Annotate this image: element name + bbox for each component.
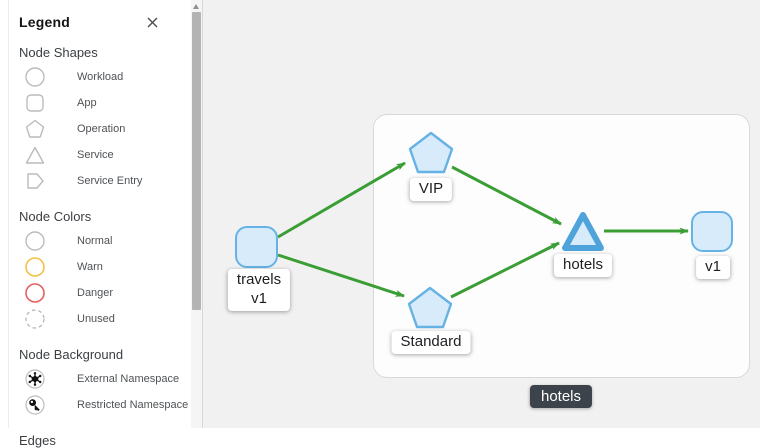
- legend-item-workload: Workload: [19, 64, 190, 90]
- legend-item-unused: Unused: [19, 306, 190, 332]
- label-v1[interactable]: v1: [696, 256, 730, 279]
- close-icon[interactable]: [146, 15, 160, 29]
- label-hotels-service[interactable]: hotels: [553, 254, 613, 277]
- service-entry-shape-icon: [23, 170, 47, 192]
- service-shape-icon: [23, 144, 47, 166]
- restricted-namespace-icon: [23, 394, 47, 416]
- section-edges: Edges: [19, 433, 56, 448]
- edge-travels-to-vip[interactable]: [277, 161, 406, 239]
- label-standard[interactable]: Standard: [391, 331, 471, 354]
- legend-item-service: Service: [19, 142, 190, 168]
- danger-color-icon: [23, 282, 47, 304]
- section-node-background: Node Background: [19, 347, 124, 362]
- legend-item-restricted-namespace: Restricted Namespace: [19, 392, 190, 418]
- legend-scrollbar[interactable]: [191, 0, 202, 428]
- node-hotels-service[interactable]: [562, 212, 604, 251]
- external-namespace-icon: [23, 368, 47, 390]
- section-node-shapes: Node Shapes: [19, 45, 98, 60]
- node-v1[interactable]: [691, 211, 733, 252]
- scrollbar-thumb[interactable]: [192, 12, 201, 310]
- legend-item-app: App: [19, 90, 190, 116]
- namespace-badge-hotels[interactable]: hotels: [529, 385, 593, 408]
- edge-vip-to-hotels[interactable]: [451, 165, 562, 226]
- edge-travels-to-standard[interactable]: [277, 253, 405, 298]
- label-travels-v1[interactable]: travels v1: [227, 269, 291, 311]
- node-travels-v1[interactable]: [235, 226, 278, 268]
- graph-canvas[interactable]: travels v1 VIP Standard hotels v1 hotels: [202, 0, 760, 428]
- node-vip[interactable]: [408, 131, 454, 174]
- section-node-colors: Node Colors: [19, 209, 92, 224]
- service-graph: [235, 131, 733, 329]
- legend-item-normal: Normal: [19, 228, 190, 254]
- node-standard[interactable]: [407, 286, 453, 329]
- workload-shape-icon: [23, 66, 47, 88]
- legend-item-danger: Danger: [19, 280, 190, 306]
- legend-item-warn: Warn: [19, 254, 190, 280]
- label-vip[interactable]: VIP: [409, 178, 453, 201]
- warn-color-icon: [23, 256, 47, 278]
- legend-item-service-entry: Service Entry: [19, 168, 190, 194]
- legend-item-operation: Operation: [19, 116, 190, 142]
- unused-color-icon: [23, 308, 47, 330]
- operation-shape-icon: [23, 118, 47, 140]
- app-shape-icon: [23, 92, 47, 114]
- legend-panel: Legend Node Shapes Workload App: [8, 0, 202, 448]
- legend-title: Legend: [19, 14, 70, 30]
- normal-color-icon: [23, 230, 47, 252]
- legend-item-external-namespace: External Namespace: [19, 366, 190, 392]
- edge-standard-to-hotels[interactable]: [450, 241, 560, 299]
- scroll-up-icon[interactable]: [193, 4, 199, 9]
